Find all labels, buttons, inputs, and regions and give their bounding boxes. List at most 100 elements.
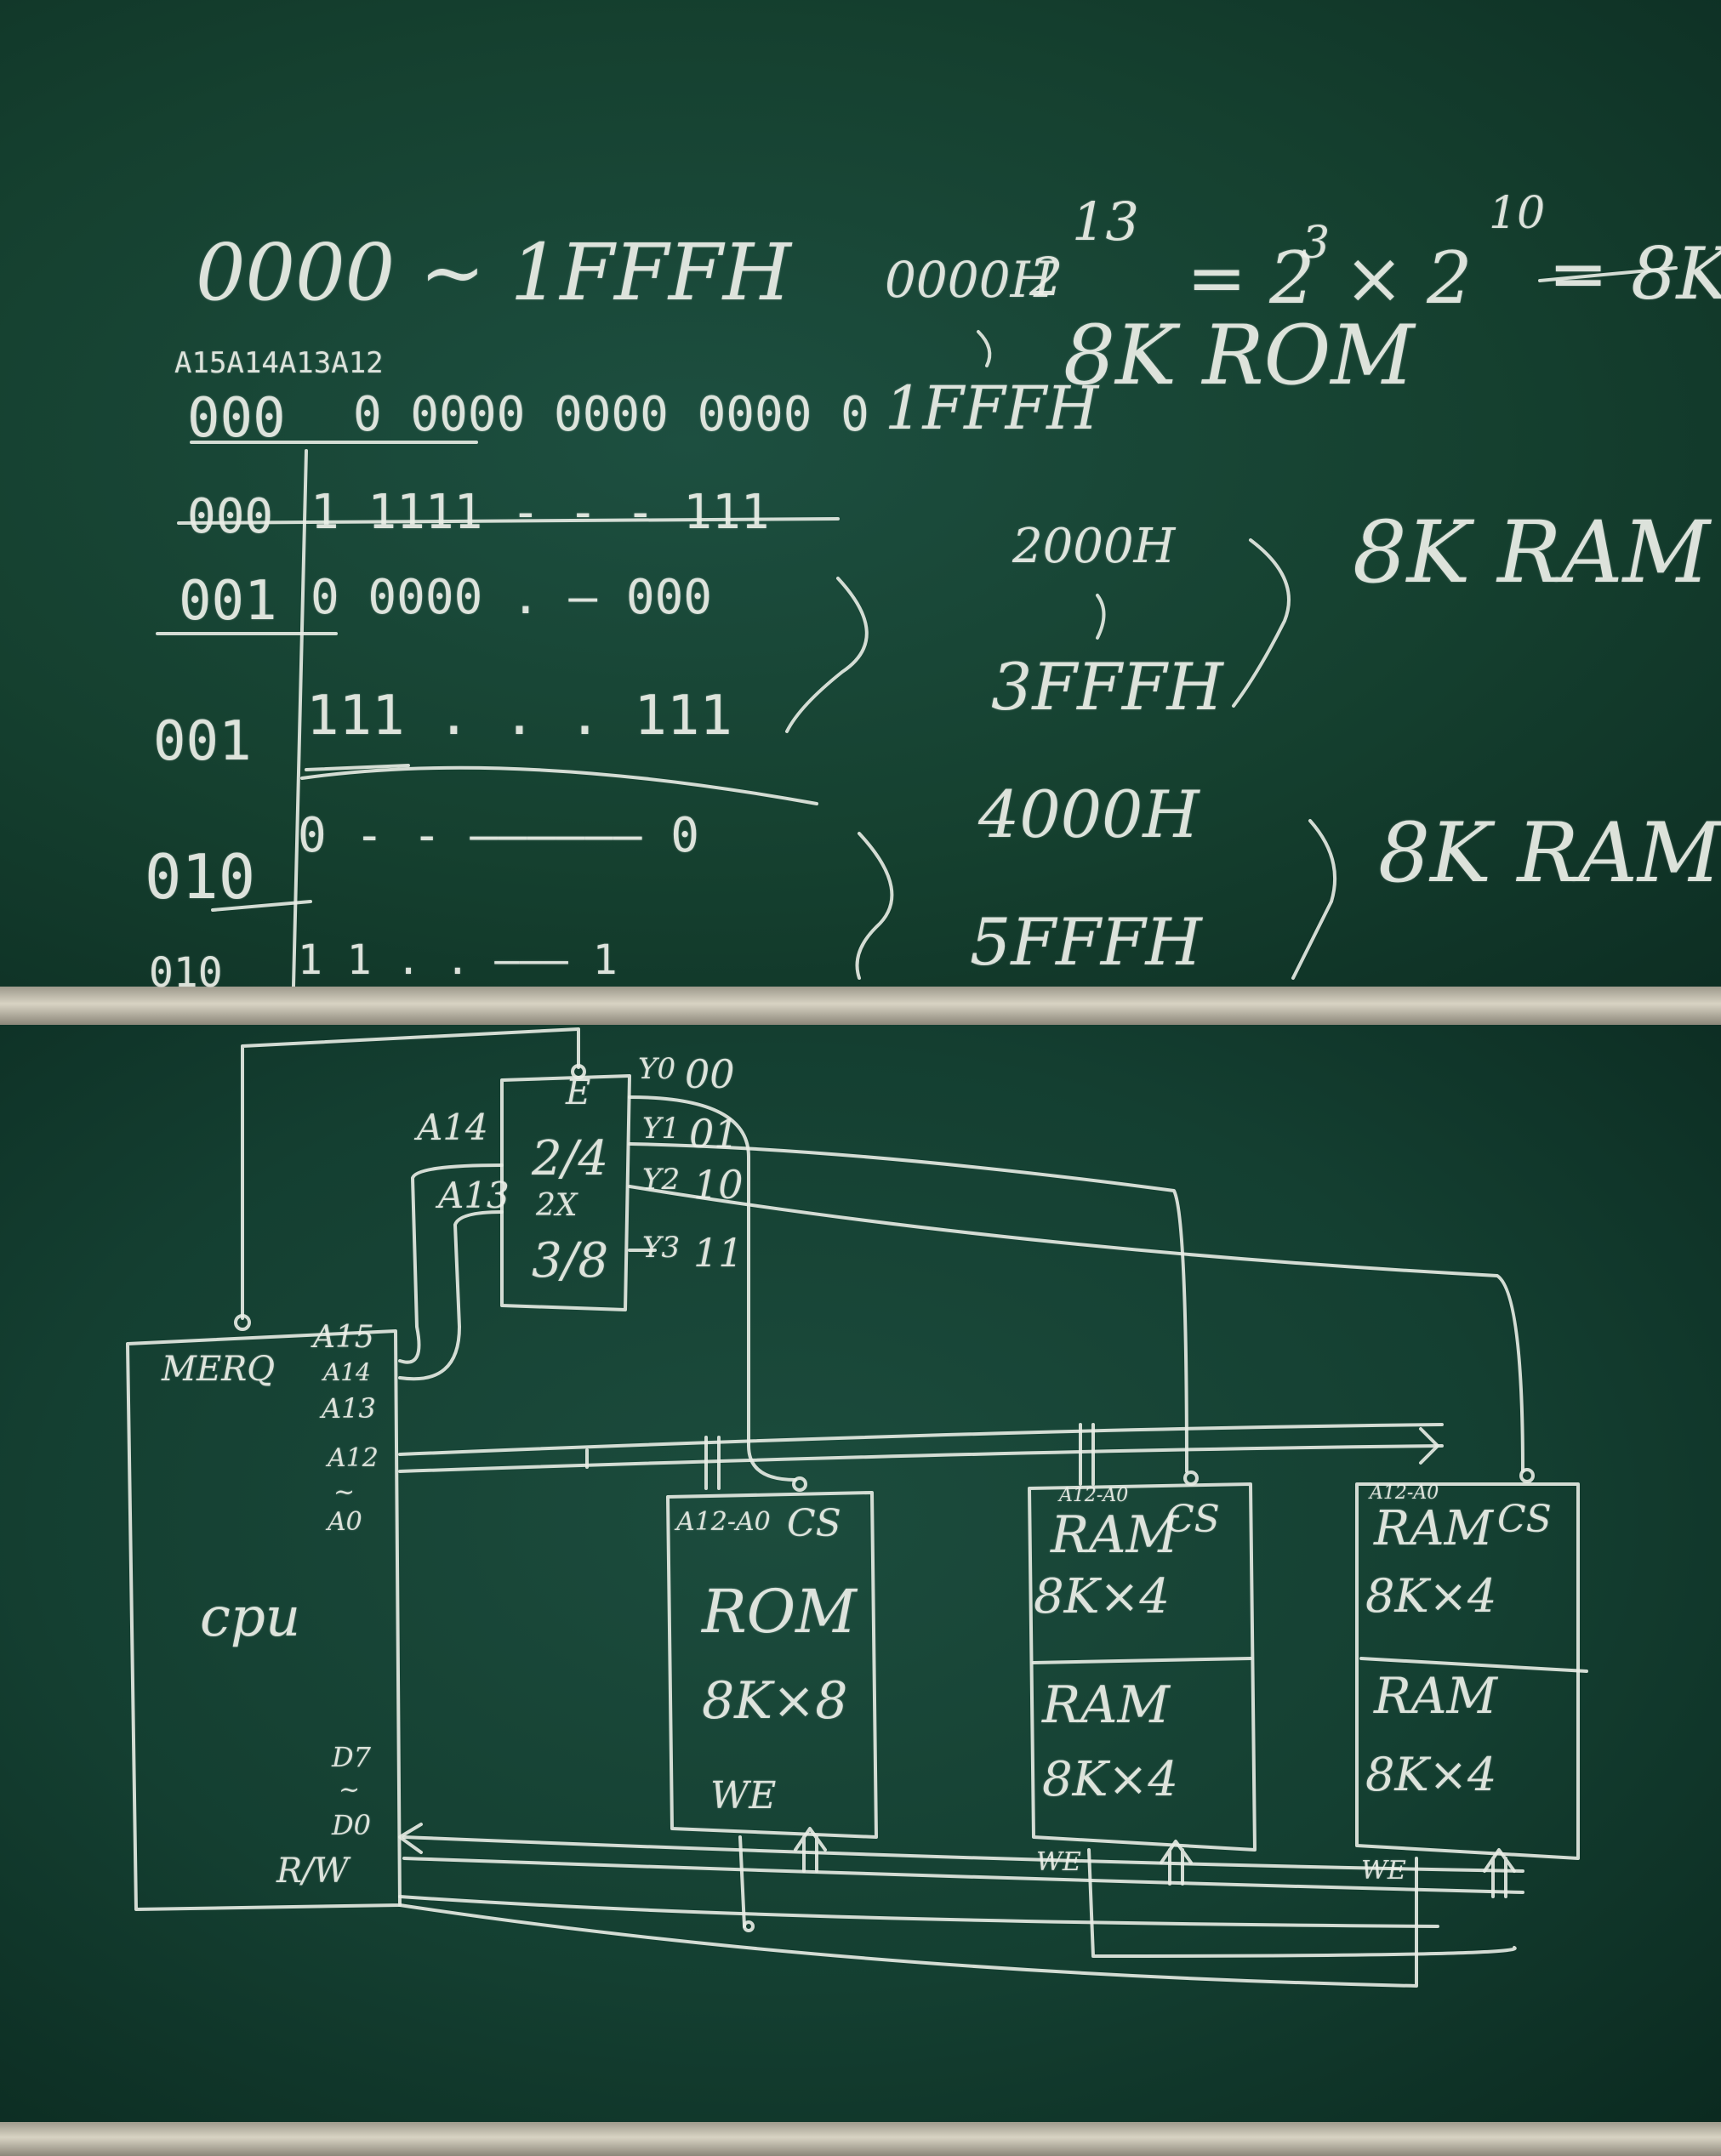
ram2-cs-pin: CS (1497, 1498, 1552, 1541)
underline-row-3 (305, 764, 410, 771)
brace-ram1-bits (785, 577, 869, 733)
row-prefix: 001 (179, 570, 277, 633)
output-pin: Y2 (642, 1163, 681, 1197)
decoder-subtype: 3/8 (532, 1233, 609, 1288)
brace-ram2-bits (855, 832, 894, 980)
output-pin: Y0 (638, 1052, 676, 1086)
ram1-top-name: RAM (1051, 1505, 1178, 1565)
row-bits: 0 0000 . — 000 (311, 570, 713, 625)
ram1-end-address: 3FFFH (991, 649, 1223, 725)
cpu-tilde-1: ~ (333, 1477, 356, 1507)
cpu-d0-pin: D0 (332, 1809, 372, 1841)
vertical-divider (292, 449, 308, 987)
address-bit-header: A15A14A13A12 (174, 346, 384, 380)
ram2-top-size: 8K×4 (1365, 1569, 1497, 1623)
decoder-box (500, 1074, 631, 1311)
decoder-enable-pin: E (566, 1073, 591, 1112)
power-base: 2 (1029, 246, 1063, 308)
range-line: 0000 ~ 1FFFH (196, 227, 791, 318)
decoder-type: 2/4 (532, 1131, 609, 1186)
output-code: 01 (689, 1111, 739, 1157)
output-pin: Y3 (642, 1231, 681, 1265)
range-alt-end: 1FFFH (885, 373, 1099, 443)
chalk-rail-bottom (0, 2122, 1721, 2156)
row-prefix: 010 (145, 841, 256, 913)
ram1-cs-pin: CS (1165, 1498, 1220, 1541)
ram1-range-label: 8K RAM (1353, 503, 1711, 602)
cpu-a13-pin: A13 (322, 1392, 376, 1425)
ram2-top-name: RAM (1374, 1501, 1493, 1556)
ram1-start-address: 2000H (1012, 519, 1176, 574)
curve-divider (300, 765, 818, 805)
top-board-strokes (156, 266, 1678, 987)
ram1-bottom-size: 8K×4 (1042, 1752, 1179, 1807)
ram1-box (1028, 1482, 1257, 1852)
enable-bubble (571, 1064, 586, 1079)
tilde-ram1 (1096, 594, 1106, 640)
strike-8K (1538, 266, 1678, 282)
ram2-box (1355, 1482, 1580, 1860)
cpu-a12-pin: A12 (328, 1443, 379, 1473)
wire-y1-ram1-cs (628, 1142, 1188, 1473)
ram2-divider (1359, 1657, 1588, 1673)
ram1-data-arrow (1160, 1840, 1193, 1886)
chalkboard-top (0, 0, 1721, 987)
rw-line-to-ram2 (398, 1895, 1439, 1928)
row-bits: 1 1 . . ——— 1 (298, 936, 618, 984)
wire-y2-ram2-cs (628, 1185, 1524, 1473)
ram2-we-pin: WE (1361, 1856, 1406, 1886)
ram2-we-line (398, 1857, 1418, 1988)
rom-range-label: 8K ROM (1063, 308, 1415, 403)
decoder-input-a13: A13 (438, 1175, 510, 1216)
rom-cs-bubble (792, 1476, 807, 1492)
ram1-we-line (1087, 1848, 1517, 1958)
rom-address-pins: A12-A0 (676, 1507, 771, 1537)
rom-data-arrow (794, 1827, 827, 1873)
data-bus-lower (402, 1857, 1524, 1894)
output-code: 00 (685, 1051, 735, 1097)
cpu-label: cpu (200, 1586, 301, 1649)
ram1-top-size: 8K×4 (1034, 1569, 1171, 1624)
power-exponent: 13 (1072, 191, 1139, 253)
ram2-address-pins: A12-A0 (1370, 1482, 1439, 1504)
decoder-note: 2X (536, 1188, 578, 1223)
output-pin: Y1 (642, 1112, 681, 1146)
equation-exp-1: 3 (1302, 218, 1331, 269)
ram1-cs-bubble (1183, 1471, 1199, 1486)
brace-ram2 (1291, 819, 1337, 980)
equation-lhs: = 2 (1187, 236, 1315, 320)
data-bus-arrow-cpu (398, 1823, 423, 1854)
rw-junction (743, 1920, 755, 1932)
ram1-we-pin: WE (1036, 1847, 1081, 1877)
row-bits: 1 1111 - - - 111 (311, 485, 770, 540)
chalk-rail-middle (0, 987, 1721, 1025)
ram2-bottom-size: 8K×4 (1365, 1748, 1497, 1801)
ram2-data-arrow (1483, 1848, 1516, 1898)
row-prefix: 001 (153, 710, 252, 773)
underline-row-1 (177, 517, 840, 525)
brace-ram1 (1232, 538, 1291, 708)
row-bits: 111 . . . 111 (306, 685, 732, 748)
cpu-rw-pin: R/W (276, 1852, 349, 1891)
rom-box (666, 1491, 878, 1839)
row-prefix: 000 (187, 387, 286, 450)
ram1-divider (1032, 1657, 1252, 1664)
rom-name: ROM (702, 1577, 857, 1647)
mreq-bubble (234, 1314, 251, 1331)
rom-size: 8K×8 (702, 1671, 848, 1731)
wire-mreq-enable (241, 1027, 580, 1320)
ram1-address-drop (1079, 1423, 1095, 1486)
wire-a13 (398, 1210, 504, 1381)
cpu-a0-pin: A0 (328, 1507, 362, 1537)
chalkboard-bottom (0, 1025, 1721, 2122)
equation-middle: × 2 (1344, 236, 1473, 320)
cpu-a14-pin: A14 (323, 1358, 371, 1386)
cpu-d7-pin: D7 (332, 1741, 372, 1773)
equation-exp-2: 10 (1489, 188, 1546, 239)
ram2-range-label: 8K RAM (1378, 805, 1721, 901)
ram1-bottom-name: RAM (1042, 1675, 1170, 1735)
ram2-bottom-name: RAM (1374, 1667, 1497, 1725)
data-bus-upper (402, 1835, 1524, 1873)
rom-we-pin: WE (710, 1774, 777, 1818)
